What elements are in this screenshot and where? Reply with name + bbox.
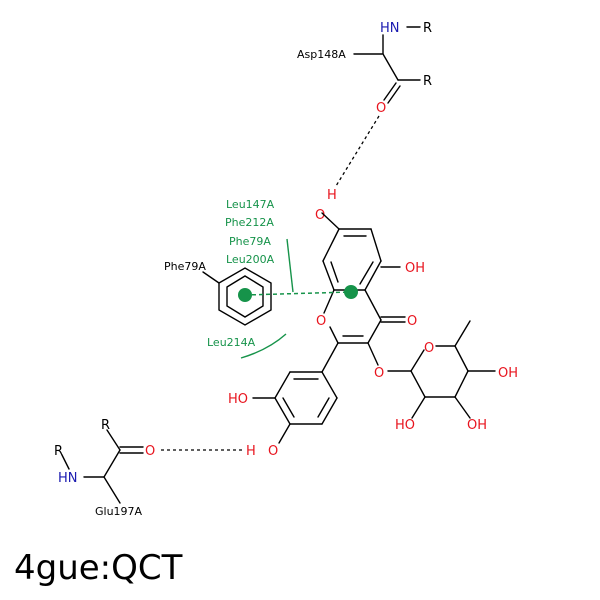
o-sugar-ring: O: [424, 341, 434, 356]
phenyl-ring: HO O H: [228, 342, 339, 459]
o-phenyl: O: [268, 444, 278, 459]
diagram-title: 4gue:QCT: [14, 548, 183, 588]
ligand-ring-centroid: [344, 285, 358, 299]
h-top: H: [327, 188, 337, 203]
hydrophobic-label-4: Leu200A: [226, 253, 275, 266]
nh-top: HN: [380, 21, 400, 36]
hydrophobic-label-1: Leu147A: [226, 198, 275, 211]
asp148a-residue: HN R Asp148A R O: [297, 21, 432, 116]
sugar-ring: O OH HO OH: [387, 320, 518, 433]
r-glu-c: R: [101, 418, 110, 433]
hydrophobic-arc-bottom: [240, 333, 287, 359]
leu214a-label: Leu214A: [207, 336, 256, 349]
hydrophobic-label-2: Phe212A: [225, 216, 274, 229]
asp148a-label: Asp148A: [297, 48, 346, 61]
phe79a-label: Phe79A: [164, 260, 206, 273]
o-h-top: O: [315, 208, 325, 223]
nh-glu: HN: [58, 471, 78, 486]
phe79a-ring: Phe79A: [164, 260, 272, 326]
oh-right: OH: [405, 261, 425, 276]
hbond-top: [335, 115, 380, 187]
r-top-nh: R: [423, 21, 432, 36]
o-glyco: O: [374, 366, 384, 381]
r-top-c: R: [423, 74, 432, 89]
o-ring: O: [316, 314, 326, 329]
oh-sugar-right: OH: [498, 366, 518, 381]
pi-stacking-line: [244, 291, 352, 296]
phe-ring-centroid: [238, 288, 252, 302]
hydrophobic-label-3: Phe79A: [229, 235, 271, 248]
flavone-core: OH O O O: [316, 212, 425, 381]
hydrophobic-arc-top: [286, 238, 294, 293]
glu197a-label: Glu197A: [95, 505, 143, 518]
o-top: O: [376, 101, 386, 116]
o-glu: O: [145, 444, 155, 459]
h-phenyl: H: [246, 444, 256, 459]
glu197a-residue: R O R HN Glu197A: [54, 418, 155, 518]
r-glu-n: R: [54, 444, 63, 459]
o-carbonyl: O: [407, 314, 417, 329]
oh-sugar-bl: HO: [395, 418, 415, 433]
ho-phenyl: HO: [228, 392, 248, 407]
oh-sugar-br: OH: [467, 418, 487, 433]
